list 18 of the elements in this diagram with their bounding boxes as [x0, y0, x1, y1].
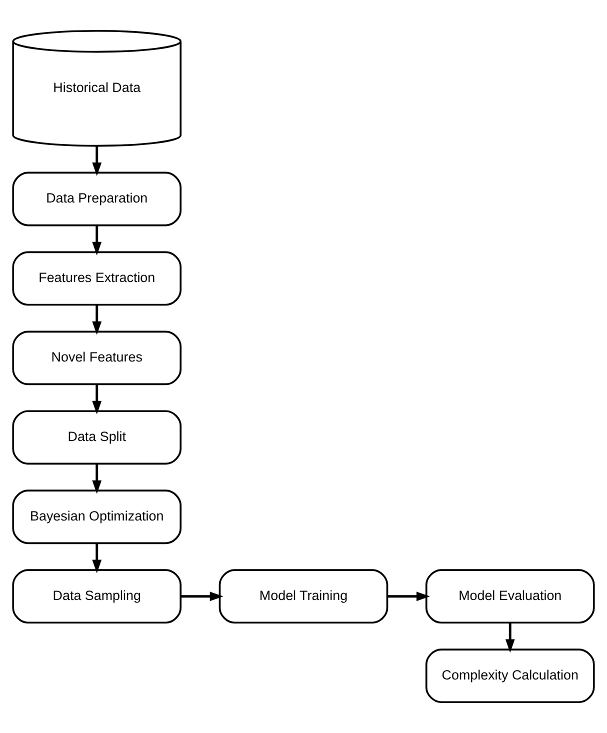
node-box: Data Sampling	[12, 569, 182, 624]
node-box: Model Training	[218, 569, 388, 624]
arrow	[505, 622, 515, 653]
arrow	[92, 225, 102, 256]
arrow	[180, 592, 224, 602]
arrow	[92, 304, 102, 335]
node-box: Novel Features	[12, 330, 182, 386]
node-box: Data Preparation	[12, 172, 182, 226]
node-box: Data Split	[12, 410, 182, 465]
arrow	[92, 464, 102, 494]
arrow	[92, 384, 102, 414]
arrow	[387, 592, 430, 602]
node-box: Model Evaluation	[425, 569, 595, 624]
node-box: Bayesian Optimization	[12, 490, 182, 544]
node-box: Complexity Calculation	[425, 648, 595, 704]
node-box: Features Extraction	[12, 251, 182, 306]
arrow	[92, 146, 102, 176]
arrow	[92, 543, 102, 574]
